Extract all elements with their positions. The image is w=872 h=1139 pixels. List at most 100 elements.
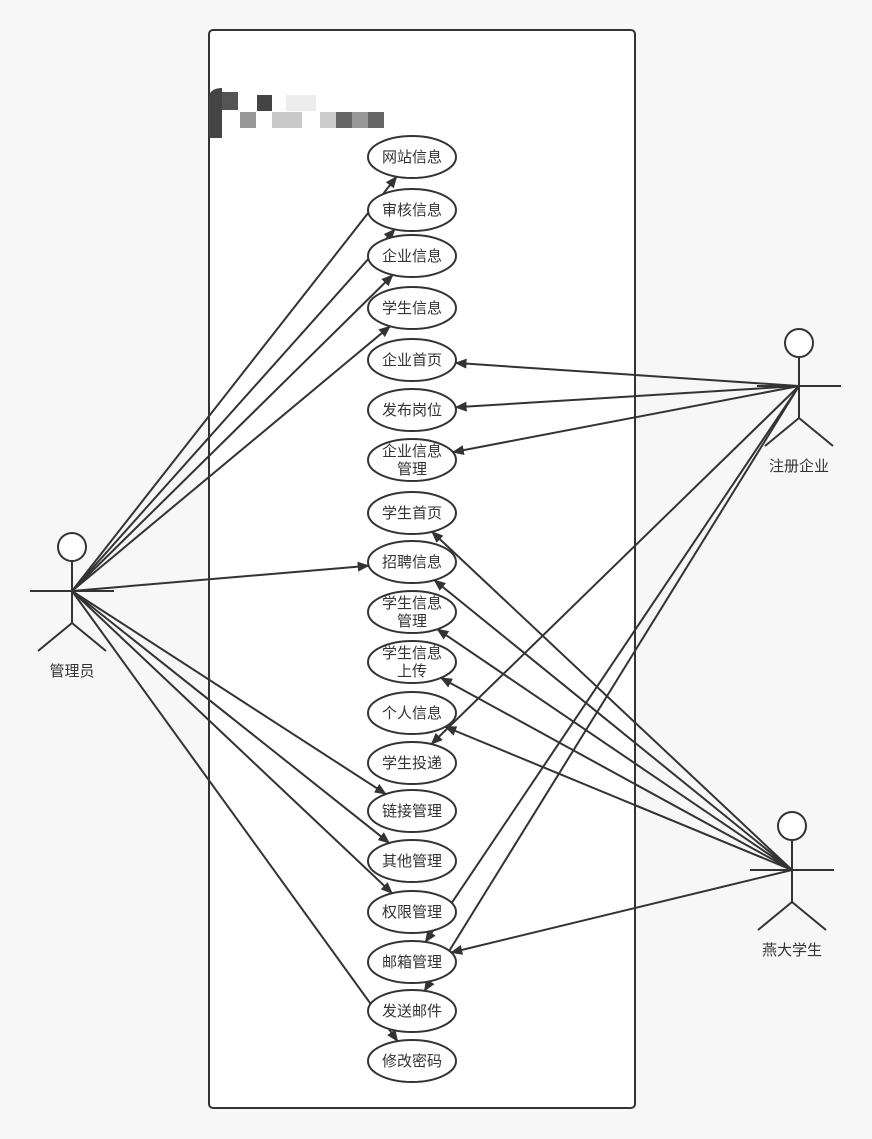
use-case-label: 邮箱管理 <box>382 953 442 971</box>
use-case-label: 学生首页 <box>382 504 442 522</box>
use-case-uc6: 发布岗位 <box>367 388 457 432</box>
use-case-label: 学生信息 <box>382 299 442 317</box>
use-case-ellipse <box>367 839 457 883</box>
use-case-label: 权限管理 <box>382 903 442 921</box>
use-case-label: 发送邮件 <box>382 1002 442 1020</box>
association-company-uc18 <box>423 385 800 992</box>
obscured-system-title <box>209 88 384 138</box>
association-student-uc11 <box>440 676 793 871</box>
actor-head <box>57 532 87 562</box>
use-case-uc17: 邮箱管理 <box>367 940 457 984</box>
actor-head <box>784 328 814 358</box>
association-admin-uc1 <box>71 175 398 592</box>
use-cases: 网站信息审核信息企业信息学生信息企业首页发布岗位企业信息管理学生首页招聘信息学生… <box>367 135 457 1083</box>
association-admin-uc16 <box>71 590 393 894</box>
actor-head <box>777 811 807 841</box>
use-case-label: 发布岗位 <box>382 401 442 419</box>
association-student-uc10 <box>436 628 793 871</box>
use-case-label: 学生信息 <box>382 594 442 612</box>
use-case-label: 管理 <box>397 612 427 630</box>
use-case-ellipse <box>367 989 457 1033</box>
use-case-uc4: 学生信息 <box>367 286 457 330</box>
use-case-uc16: 权限管理 <box>367 890 457 934</box>
use-case-ellipse <box>367 388 457 432</box>
use-case-ellipse <box>367 286 457 330</box>
use-case-uc9: 招聘信息 <box>367 540 457 584</box>
actor-right-leg <box>798 417 834 447</box>
use-case-ellipse <box>367 338 457 382</box>
association-admin-uc4 <box>71 325 391 592</box>
use-case-ellipse <box>367 135 457 179</box>
use-case-label: 个人信息 <box>382 704 442 722</box>
association-admin-uc9 <box>71 561 370 592</box>
use-case-label: 审核信息 <box>382 201 442 219</box>
use-case-label: 链接管理 <box>382 802 442 820</box>
use-case-label: 招聘信息 <box>382 553 442 571</box>
use-case-uc8: 学生首页 <box>367 491 457 535</box>
association-company-uc6 <box>454 385 800 412</box>
actor-name: 管理员 <box>49 662 94 680</box>
use-case-label: 上传 <box>397 662 427 680</box>
association-admin-uc15 <box>71 590 391 844</box>
association-admin-uc3 <box>71 274 394 592</box>
use-case-uc15: 其他管理 <box>367 839 457 883</box>
use-case-ellipse <box>367 438 457 482</box>
use-case-uc1: 网站信息 <box>367 135 457 179</box>
use-case-ellipse <box>367 188 457 232</box>
actor-left-leg <box>764 417 800 447</box>
company-actor: 注册企业 <box>757 328 841 475</box>
student-actor: 燕大学生 <box>750 811 834 959</box>
associations <box>71 175 800 1042</box>
use-case-uc5: 企业首页 <box>367 338 457 382</box>
use-case-label: 企业信息 <box>382 442 442 460</box>
use-case-ellipse <box>367 940 457 984</box>
actor-right-leg <box>71 622 107 652</box>
use-case-label: 修改密码 <box>382 1052 442 1070</box>
use-case-ellipse <box>367 234 457 278</box>
actor-left-leg <box>37 622 73 652</box>
association-student-uc9 <box>433 579 793 871</box>
use-case-label: 其他管理 <box>382 852 442 870</box>
use-case-uc3: 企业信息 <box>367 234 457 278</box>
use-case-label: 企业首页 <box>382 351 442 369</box>
use-case-ellipse <box>367 491 457 535</box>
use-case-ellipse <box>367 741 457 785</box>
use-case-label: 学生信息 <box>382 644 442 662</box>
use-case-ellipse <box>367 890 457 934</box>
use-case-label: 学生投递 <box>382 754 442 772</box>
use-case-label: 网站信息 <box>382 148 442 166</box>
association-student-uc17 <box>450 869 793 955</box>
use-case-ellipse <box>367 691 457 735</box>
use-case-uc18: 发送邮件 <box>367 989 457 1033</box>
use-case-ellipse <box>367 789 457 833</box>
use-case-uc2: 审核信息 <box>367 188 457 232</box>
association-student-uc12 <box>444 725 793 871</box>
association-admin-uc2 <box>71 228 396 592</box>
use-case-uc12: 个人信息 <box>367 691 457 735</box>
actor-right-leg <box>791 901 827 931</box>
association-student-uc8 <box>431 530 793 871</box>
use-case-uc19: 修改密码 <box>367 1039 457 1083</box>
actor-name: 燕大学生 <box>762 941 822 959</box>
actor-left-leg <box>757 901 793 931</box>
use-case-ellipse <box>367 1039 457 1083</box>
association-admin-uc14 <box>71 590 387 795</box>
use-case-label: 管理 <box>397 460 427 478</box>
use-case-uc13: 学生投递 <box>367 741 457 785</box>
use-case-ellipse <box>367 590 457 634</box>
association-company-uc17 <box>424 385 800 943</box>
use-case-label: 企业信息 <box>382 247 442 265</box>
admin-actor: 管理员 <box>30 532 114 680</box>
use-case-uc14: 链接管理 <box>367 789 457 833</box>
association-admin-uc19 <box>71 590 399 1042</box>
use-case-ellipse <box>367 540 457 584</box>
use-case-ellipse <box>367 640 457 684</box>
association-company-uc13 <box>430 385 800 745</box>
association-company-uc5 <box>454 358 800 387</box>
association-company-uc7 <box>451 385 800 456</box>
